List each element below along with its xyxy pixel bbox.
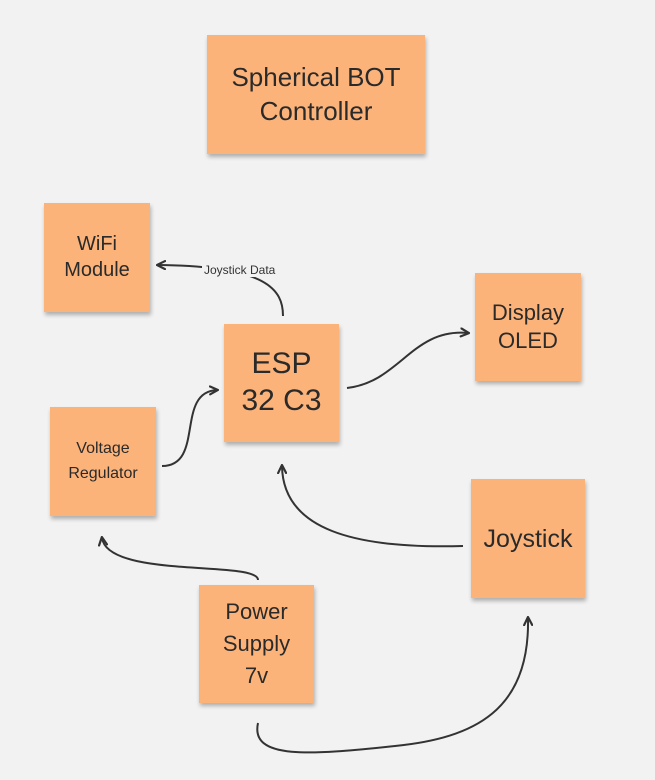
voltage-regulator-label: Voltage Regulator (68, 439, 138, 482)
arrow-power-to-joystick (256, 618, 528, 754)
esp32-note[interactable]: ESP 32 C3 (224, 324, 339, 442)
edge-label-joystick-data: Joystick Data (202, 263, 278, 277)
title-note[interactable]: Spherical BOT Controller (207, 35, 425, 154)
power-supply-note[interactable]: Power Supply 7v (199, 585, 314, 703)
joystick-label: Joystick (483, 524, 573, 553)
voltage-regulator-note[interactable]: Voltage Regulator (50, 407, 156, 516)
arrow-esp-to-display (346, 333, 468, 389)
wifi-module-note[interactable]: WiFi Module (44, 203, 150, 312)
display-oled-note[interactable]: Display OLED (475, 273, 581, 381)
diagram-title: Spherical BOT Controller (231, 62, 401, 126)
esp32-label: ESP 32 C3 (241, 347, 322, 417)
joystick-note[interactable]: Joystick (471, 479, 585, 598)
power-supply-label: Power Supply 7v (222, 599, 291, 688)
display-oled-label: Display OLED (491, 299, 565, 353)
wifi-module-label: WiFi Module (64, 232, 130, 281)
arrow-regulator-to-esp (161, 390, 217, 467)
arrow-esp-to-wifi (158, 265, 284, 317)
arrow-joystick-to-esp (282, 466, 464, 548)
arrow-power-to-regulator (102, 538, 259, 581)
